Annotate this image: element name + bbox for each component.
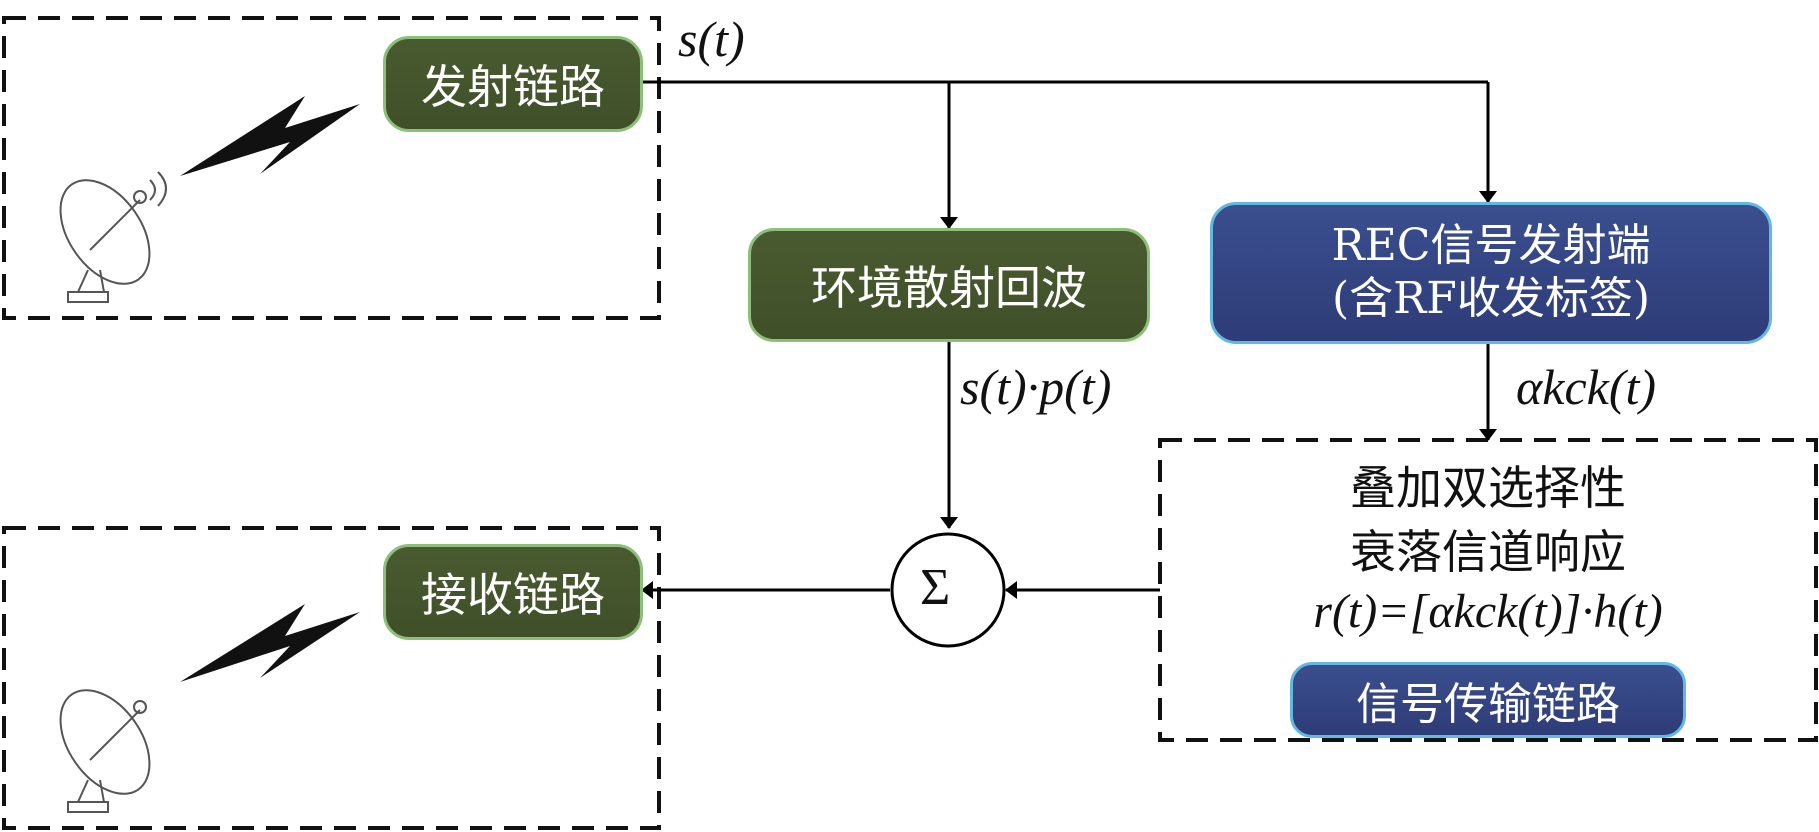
rec-line2: (含RF收发标签) (1332, 273, 1650, 324)
rec-transmitter-node: REC信号发射端 (含RF收发标签) (1210, 202, 1772, 344)
signal-link-node: 信号传输链路 (1290, 662, 1686, 738)
env-scatter-node: 环境散射回波 (748, 228, 1150, 342)
lightning-icon-rx (180, 604, 360, 682)
sum-node (890, 532, 1006, 648)
channel-text-1: 叠加双选择性 (1350, 461, 1626, 515)
sum-symbol: Σ (920, 559, 951, 616)
tx-chain-node: 发射链路 (383, 36, 643, 132)
channel-text-2: 衰落信道响应 (1350, 525, 1626, 579)
label-alpha-c: αkck(t) (1516, 359, 1657, 415)
lightning-icon-tx (180, 96, 360, 176)
rec-line1: REC信号发射端 (1331, 220, 1651, 272)
label-s-t: s(t) (678, 11, 745, 67)
rx-dashed-box (2, 526, 661, 830)
dish-antenna-icon-rx (59, 689, 151, 813)
channel-formula: r(t)=[αkck(t)]·h(t) (1313, 585, 1663, 638)
rx-chain-node: 接收链路 (383, 544, 643, 640)
tx-dashed-box (2, 16, 661, 320)
dish-antenna-icon-tx (59, 171, 167, 303)
label-s-p: s(t)·p(t) (960, 359, 1112, 415)
